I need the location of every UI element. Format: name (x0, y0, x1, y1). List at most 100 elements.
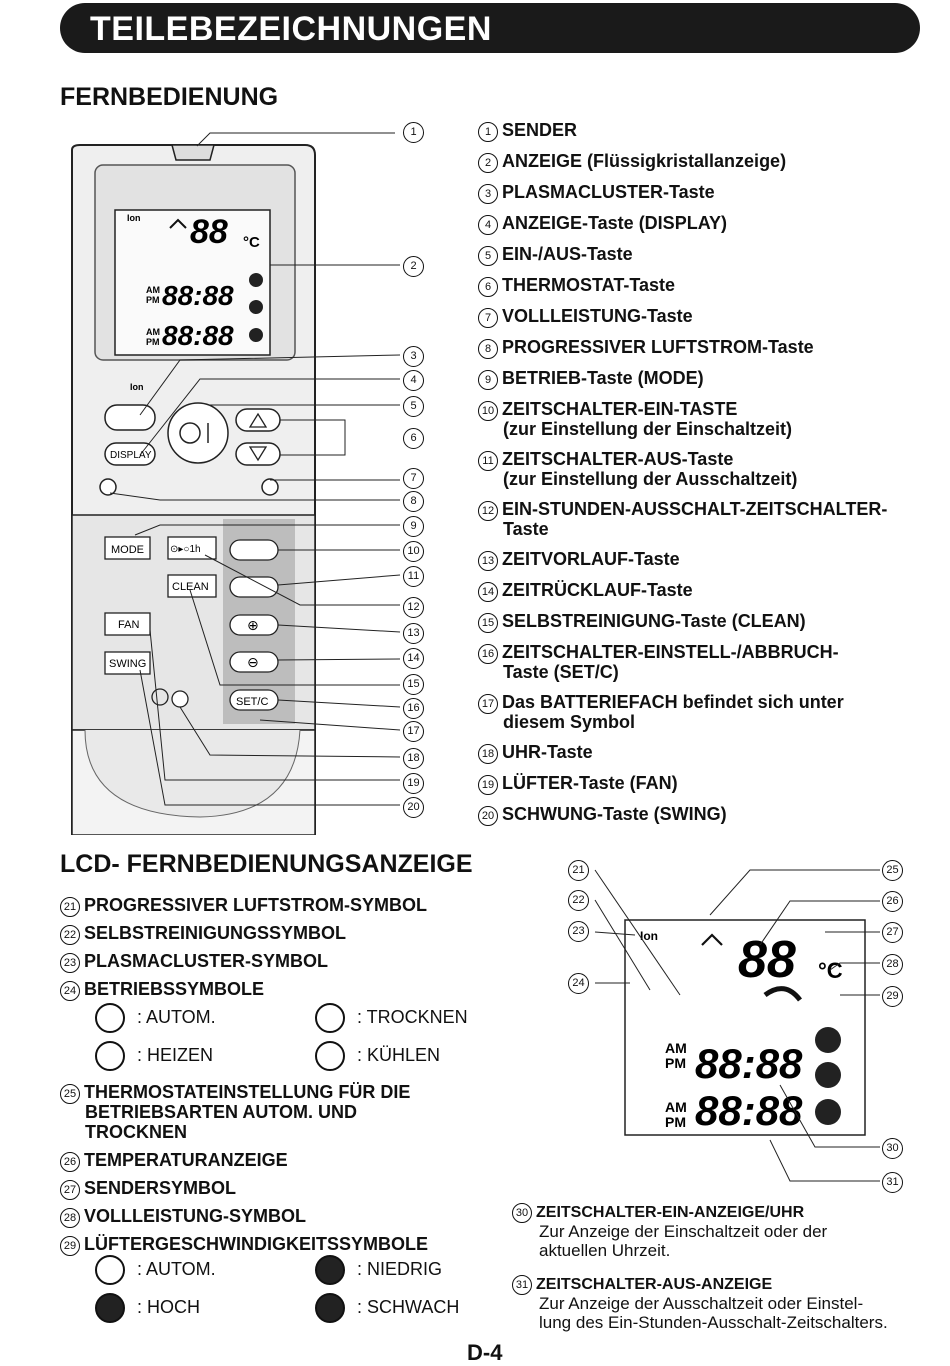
lcd-item-number: 21 (60, 897, 80, 917)
diagram-temp: 88 (738, 931, 796, 989)
callout-number: 7 (403, 468, 424, 489)
plus-icon: ⊕ (247, 617, 259, 633)
remote-control-illustration: Ion 88 °C 88:88 88:88 AM PM AM PM Ion DI… (71, 132, 401, 835)
lcd-chevron (169, 218, 187, 229)
part-label: ZEITSCHALTER-EINSTELL-/ABBRUCH- (502, 642, 839, 662)
swing-button[interactable] (104, 651, 151, 675)
callout-number: 26 (882, 891, 903, 912)
part-number: 4 (478, 215, 498, 235)
full-power-button[interactable] (261, 478, 279, 496)
symbol-entry: : TROCKNEN (315, 1003, 468, 1033)
fan-symbols: : AUTOM. : NIEDRIG : HOCH : SCHWACH (95, 1255, 515, 1335)
part-number: 6 (478, 277, 498, 297)
note-number: 30 (512, 1203, 532, 1223)
triangle-up-icon (248, 412, 268, 428)
part-number: 9 (478, 370, 498, 390)
note-title-text: ZEITSCHALTER-AUS-ANZEIGE (536, 1276, 773, 1293)
symbol-entry: : KÜHLEN (315, 1041, 440, 1071)
lcd-pm: PM (146, 295, 160, 305)
part-label: SELBSTREINIGUNG-Taste (CLEAN) (502, 611, 806, 631)
one-hour-timer-button[interactable] (167, 536, 217, 560)
progressive-airflow-button[interactable] (99, 478, 117, 496)
timer-on-button[interactable] (229, 539, 279, 561)
note-line: Zur Anzeige der Einschaltzeit oder der (539, 1222, 828, 1241)
lcd-item-label: VOLLLEISTUNG-SYMBOL (84, 1206, 306, 1226)
dry-icon (315, 1003, 345, 1033)
timer-off-button[interactable] (229, 576, 279, 598)
callout-number: 27 (882, 922, 903, 943)
symbol-label: : HEIZEN (137, 1044, 214, 1065)
display-button[interactable] (104, 442, 156, 466)
part-sublabel: Taste (SET/C) (503, 662, 619, 682)
part-label: EIN-STUNDEN-AUSSCHALT-ZEITSCHALTER- (502, 499, 888, 519)
time-reverse-button[interactable] (229, 651, 279, 673)
fan-button[interactable] (104, 612, 151, 636)
page-number: D-4 (467, 1340, 503, 1365)
callout-number: 24 (568, 973, 589, 994)
lcd-item-number: 25 (60, 1084, 80, 1104)
callout-number: 5 (403, 396, 424, 417)
part-number: 12 (478, 501, 498, 521)
diagram-time-on: 88:88 (695, 1040, 803, 1087)
callout-number: 2 (403, 256, 424, 277)
symbol-entry: : NIEDRIG (315, 1255, 442, 1285)
triangle-down-icon (248, 446, 268, 462)
lcd-item-number: 23 (60, 953, 80, 973)
fan-icon (249, 328, 263, 342)
part-label: SCHWUNG-Taste (SWING) (502, 804, 727, 824)
symbol-entry: : AUTOM. (95, 1255, 216, 1285)
fan-soft-icon (315, 1293, 345, 1323)
callout-number: 31 (882, 1172, 903, 1193)
transmitter (171, 144, 215, 161)
callout-number: 1 (403, 122, 424, 143)
thermostat-down-button[interactable] (235, 442, 281, 466)
lcd-item-label: SENDERSYMBOL (84, 1178, 237, 1198)
callout-number: 8 (403, 491, 424, 512)
part-label: Das BATTERIEFACH befindet sich unter (502, 692, 844, 712)
lcd-item-continuation: TROCKNEN (85, 1122, 187, 1142)
symbol-label: : HOCH (137, 1296, 200, 1317)
thermostat-up-button[interactable] (235, 408, 281, 432)
power-button[interactable] (167, 402, 229, 464)
clock-icon (151, 688, 169, 706)
diagram-am-2: AM (665, 1099, 687, 1115)
heat-icon (95, 1041, 125, 1071)
mode-label: MODE (111, 544, 144, 556)
page-title: TEILEBEZEICHNUNGEN (90, 10, 492, 48)
symbol-entry: : AUTOM. (95, 1003, 216, 1033)
part-label: SENDER (502, 120, 578, 140)
callout-number: 30 (882, 1138, 903, 1159)
lcd-item-number: 26 (60, 1152, 80, 1172)
part-number: 14 (478, 582, 498, 602)
plasmacluster-button[interactable] (104, 404, 156, 431)
callout-number: 11 (403, 566, 424, 587)
clock-button[interactable] (171, 690, 189, 708)
callout-number: 3 (403, 346, 424, 367)
lcd-item-number: 28 (60, 1208, 80, 1228)
fan-icon (815, 1027, 841, 1053)
lcd-item-label: PLASMACLUSTER-SYMBOL (84, 951, 328, 971)
callout-number: 19 (403, 773, 424, 794)
part-label: ZEITSCHALTER-EIN-TASTE (502, 399, 738, 419)
callout-number: 21 (568, 860, 589, 881)
diagram-chevron (701, 933, 723, 946)
part-label: PLASMACLUSTER-Taste (502, 182, 715, 202)
mode-button[interactable] (104, 536, 151, 560)
mode-symbols: : AUTOM. : TROCKNEN : HEIZEN : KÜHLEN (95, 1003, 515, 1073)
symbol-label: : SCHWACH (357, 1296, 460, 1317)
part-label: ANZEIGE (Flüssigkristallanzeige) (502, 151, 787, 171)
